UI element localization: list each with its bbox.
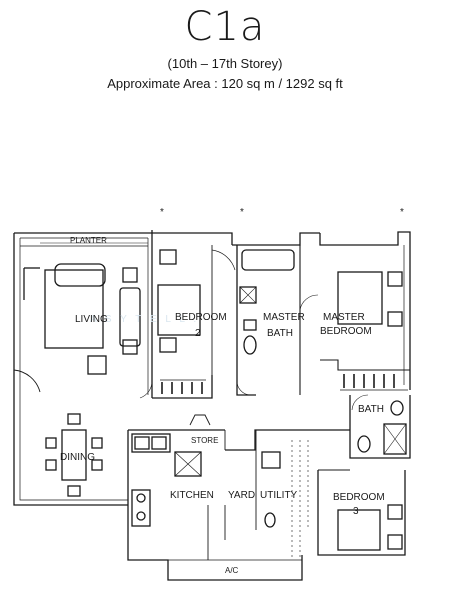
service-block-wall <box>127 430 303 581</box>
watermark-text: A S Y T E L L . <box>90 314 199 325</box>
label-bedroom3-number: 3 <box>353 506 359 517</box>
label-ac: A/C <box>225 566 239 575</box>
master-bed <box>337 271 383 325</box>
dining-table <box>61 429 87 481</box>
kitchen-sink <box>131 433 171 453</box>
sofa <box>54 263 106 287</box>
label-bedroom2: BEDROOM <box>175 312 227 323</box>
unit-title: C1a <box>184 4 266 50</box>
bedroom3-wall <box>317 470 406 556</box>
living-rug <box>44 269 104 349</box>
approximate-area: Approximate Area : 120 sq m / 1292 sq ft <box>107 76 343 91</box>
label-planter: PLANTER <box>70 236 107 245</box>
outer-wall-west <box>13 233 128 506</box>
label-master-bath-2: BATH <box>267 328 293 339</box>
outer-wall-east <box>319 231 411 390</box>
label-bath: BATH <box>358 404 384 415</box>
label-master-bedroom: MASTER <box>323 312 365 323</box>
label-kitchen: KITCHEN <box>170 490 214 501</box>
sofa-side <box>119 287 141 347</box>
label-utility: UTILITY <box>260 490 298 501</box>
marker-3: * <box>400 207 404 218</box>
common-bath-wall <box>349 395 411 459</box>
bedroom2-wardrobe <box>161 382 203 394</box>
master-wardrobe <box>343 374 395 388</box>
label-store: STORE <box>191 436 218 445</box>
marker-1: * <box>160 207 164 218</box>
label-bedroom2-number: 2 <box>195 328 201 339</box>
label-master-bedroom-2: BEDROOM <box>320 326 372 337</box>
shower <box>383 423 407 455</box>
washer <box>261 451 281 469</box>
bedroom2-wall-south <box>152 375 213 399</box>
bathtub <box>241 249 295 271</box>
toilet <box>243 335 257 355</box>
label-master-bath: MASTER <box>263 312 305 323</box>
label-yard: YARD <box>228 490 255 501</box>
label-dining: DINING <box>60 452 95 463</box>
bedroom3-bed <box>337 509 381 551</box>
store-room <box>174 451 202 477</box>
armchair <box>87 355 107 375</box>
label-living: LIVING <box>75 314 108 325</box>
bedroom2-bed <box>157 284 201 336</box>
storey-range: (10th – 17th Storey) <box>167 56 283 71</box>
stove <box>131 489 151 527</box>
marker-2: * <box>240 207 244 218</box>
label-bedroom3: BEDROOM <box>333 492 385 503</box>
